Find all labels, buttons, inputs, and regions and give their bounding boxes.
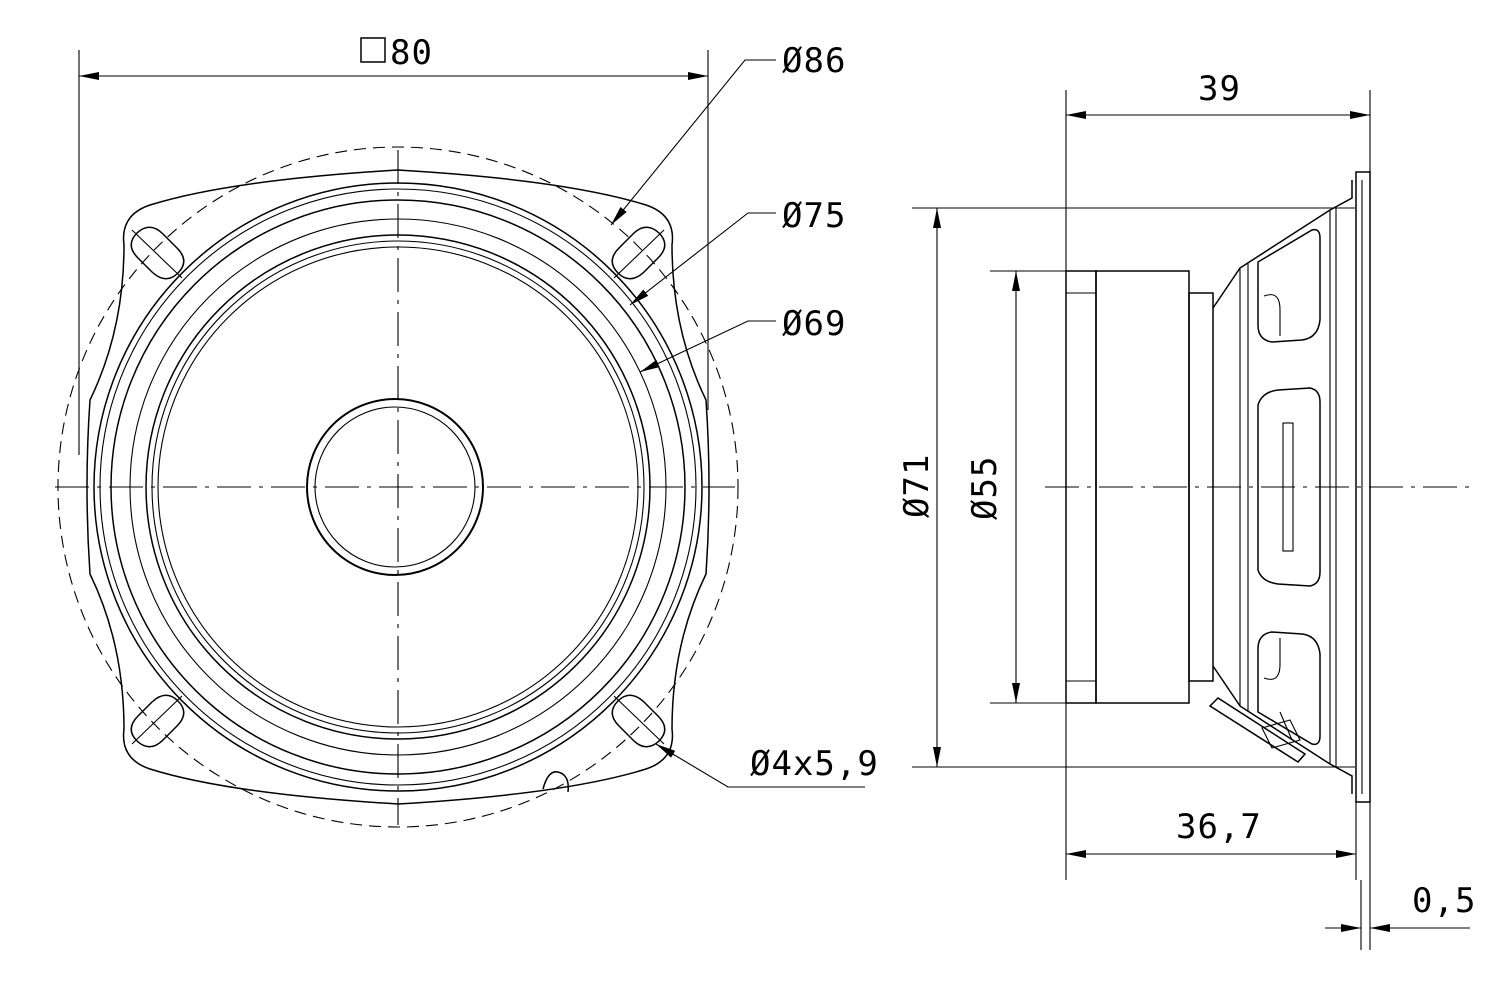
- side-view: Ø71 Ø55 39 36,7 0,5: [897, 69, 1476, 950]
- dim-flange-thickness: 0,5: [1412, 881, 1476, 921]
- mounting-hole-tr: [611, 226, 666, 280]
- dim-depth-rear: 36,7: [1176, 807, 1262, 847]
- dim-diameter-75: Ø75: [782, 196, 846, 236]
- leader-69: [639, 320, 776, 373]
- basket-frame: [86, 169, 710, 805]
- dim-diameter-71: Ø71: [897, 454, 937, 518]
- dim-mounting-hole: Ø4x5,9: [750, 744, 879, 784]
- square-symbol: [360, 37, 386, 63]
- terminal-notch: [542, 771, 570, 793]
- terminal-tab: [1208, 697, 1307, 763]
- dim-outer-diameter: Ø86: [782, 41, 846, 81]
- mounting-hole-bl: [130, 694, 185, 748]
- mounting-hole-tl: [130, 226, 185, 280]
- basket-window-middle: [1257, 387, 1321, 587]
- leader-75: [629, 212, 776, 306]
- dust-cap-outer: [306, 398, 484, 576]
- dim-diameter-55: Ø55: [965, 456, 1005, 520]
- mounting-hole-br: [611, 694, 666, 748]
- basket-window-bottom: [1257, 631, 1321, 746]
- basket-window-top: [1257, 228, 1321, 343]
- dim-depth-total: 39: [1198, 69, 1241, 109]
- leader-86: [610, 59, 776, 226]
- front-view: 80 Ø86 Ø75 Ø69 Ø4x5,9: [55, 33, 879, 828]
- leader-mounting-hole: [655, 743, 865, 788]
- dim-diameter-69: Ø69: [782, 304, 846, 344]
- dim-square: 80: [390, 33, 433, 73]
